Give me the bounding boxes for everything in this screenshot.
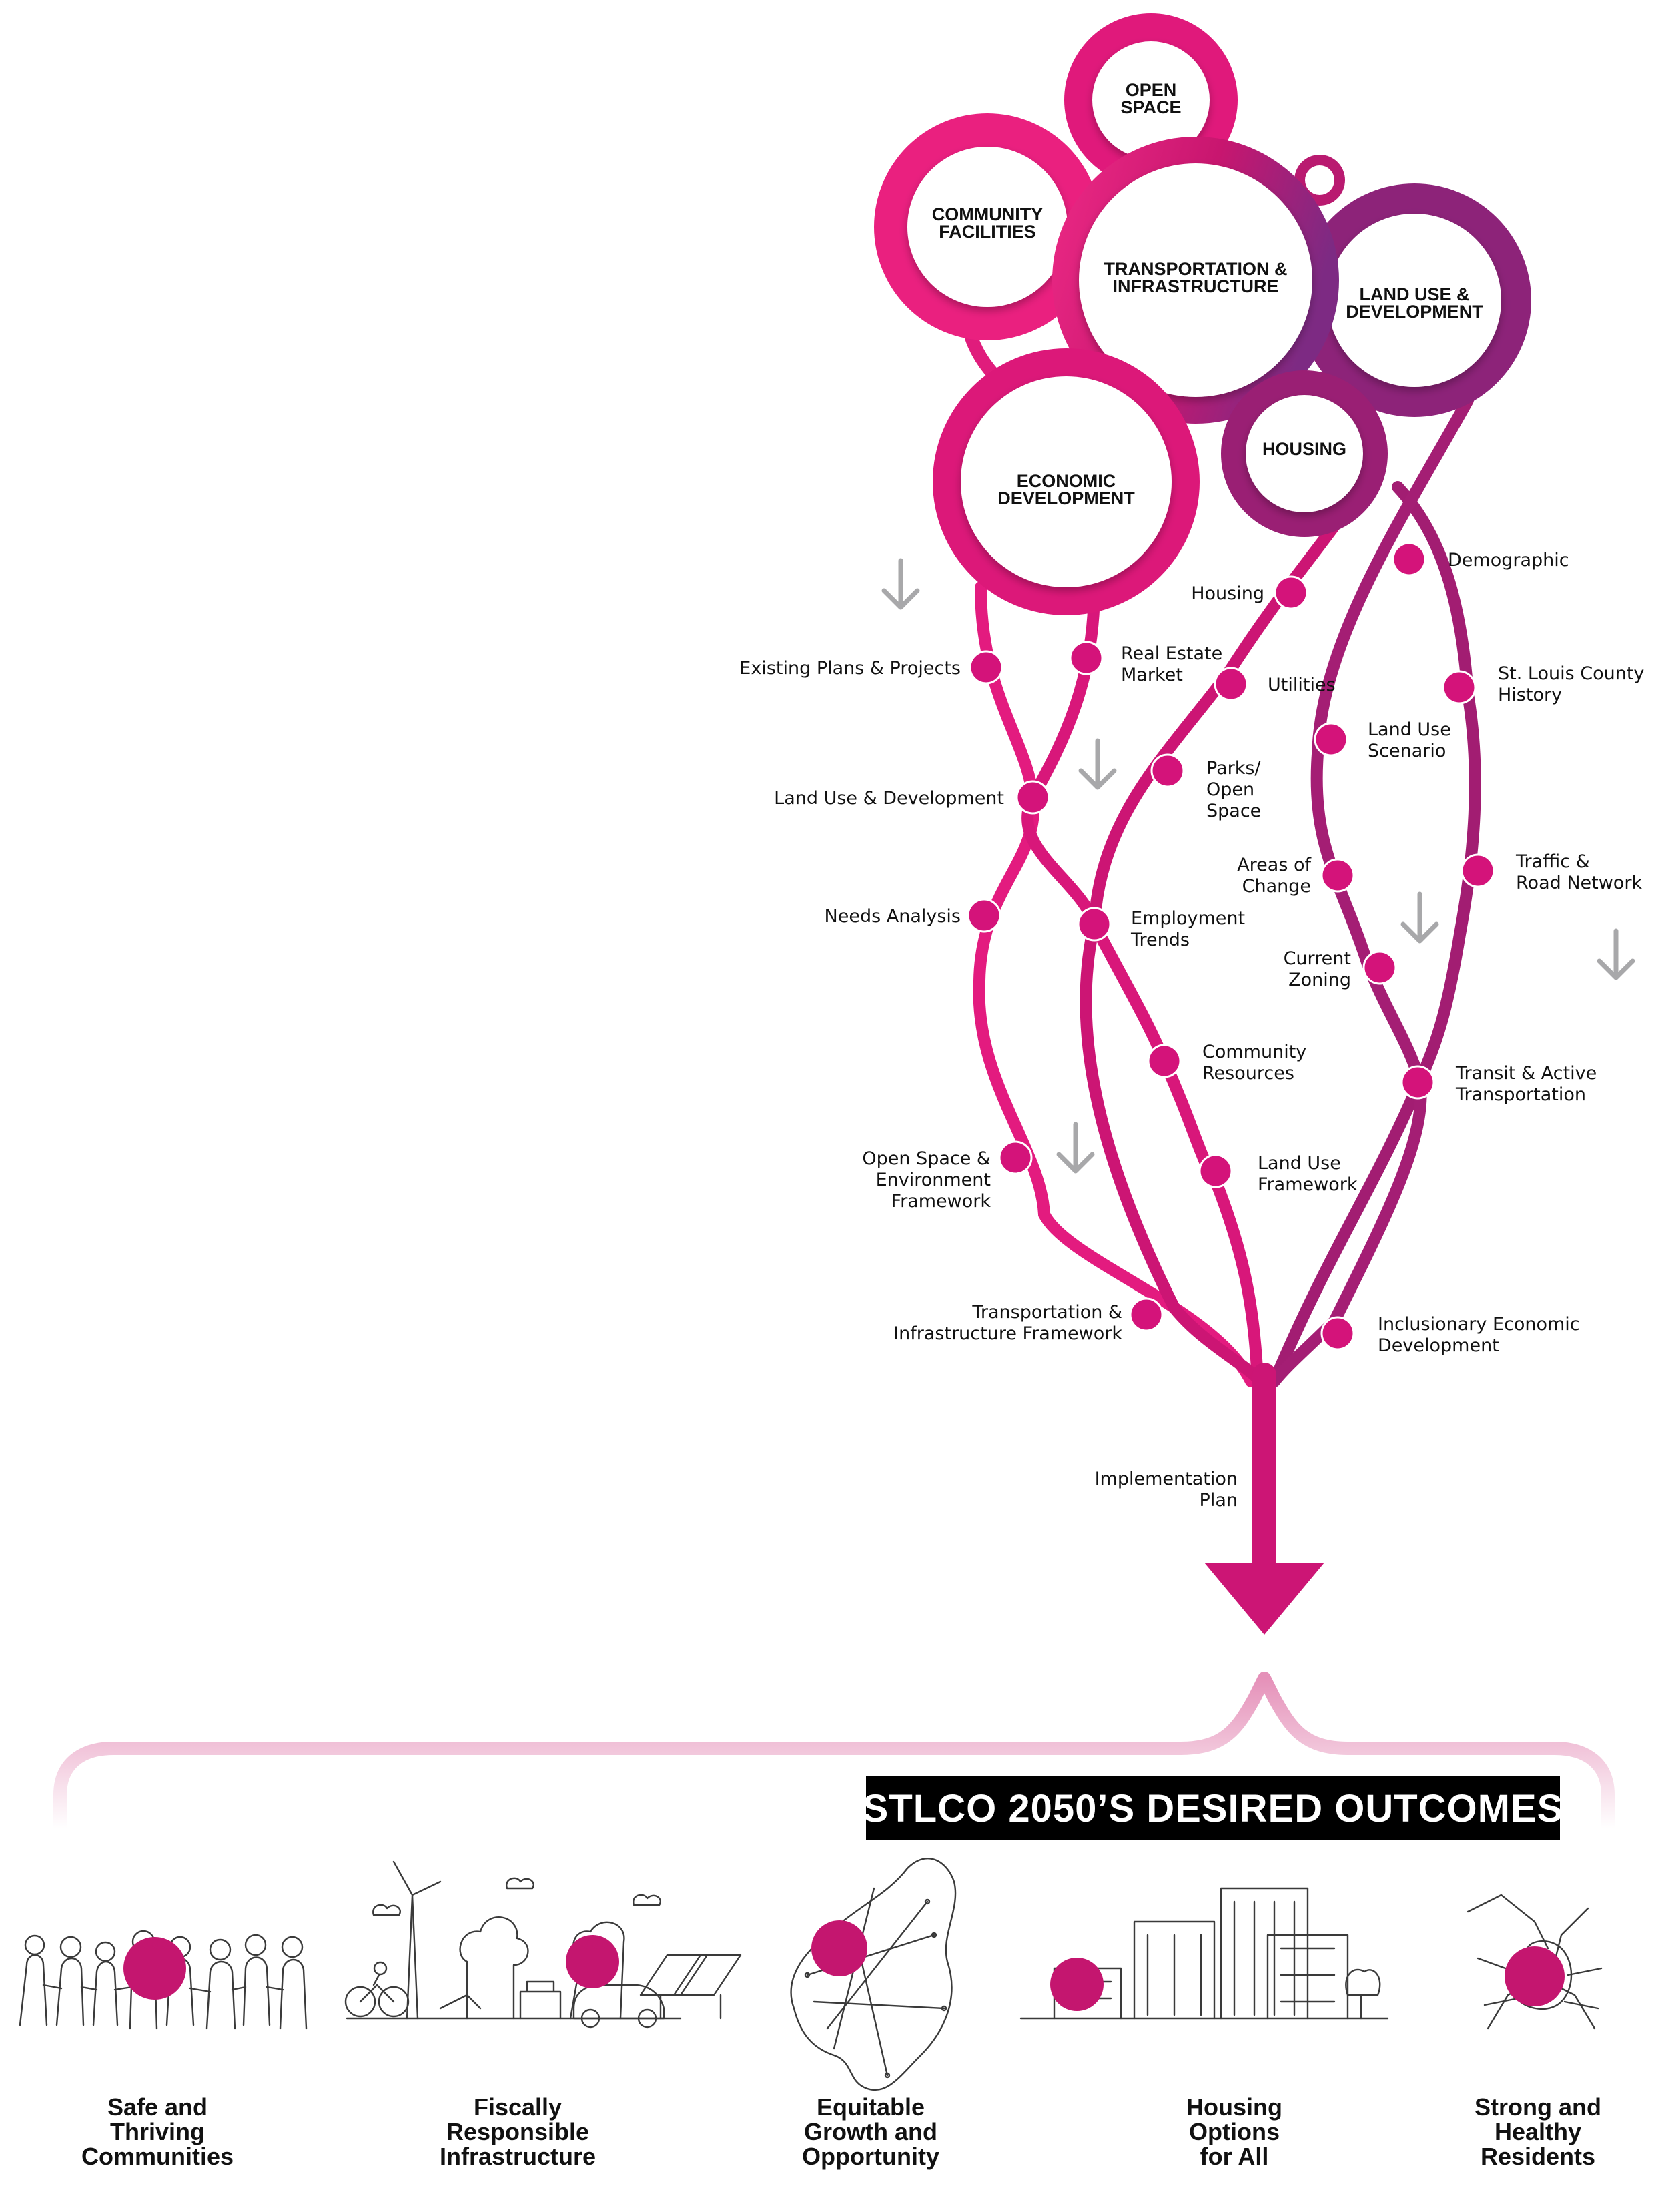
bubble-transportation-infrastructure-label: TRANSPORTATION &INFRASTRUCTURE <box>1104 259 1288 296</box>
node-areas-of-change[interactable] <box>1320 858 1355 893</box>
node-transportation-framework[interactable] <box>1129 1297 1164 1332</box>
step-nodes <box>967 542 1495 1351</box>
down-arrow-icon <box>1078 738 1117 790</box>
bubble-open-space[interactable] <box>1092 41 1210 159</box>
gray-arrows <box>881 558 1635 1174</box>
joined-hands-icon <box>1467 1894 1603 2030</box>
label-utilities: Utilities <box>1268 675 1336 695</box>
green-infrastructure-icon <box>344 1860 742 2029</box>
outcomes-brace <box>53 1672 1615 1835</box>
node-needs-analysis[interactable] <box>967 898 1001 933</box>
strand-b <box>1021 581 1264 1387</box>
bubble-housing[interactable] <box>1246 395 1363 512</box>
strand-a <box>973 581 1257 1387</box>
down-arrow-icon <box>1400 891 1439 944</box>
bubble-land-use-development[interactable] <box>1328 214 1501 387</box>
node-housing[interactable] <box>1274 575 1308 610</box>
node-parks-open-space[interactable] <box>1150 753 1185 788</box>
node-community-resources[interactable] <box>1147 1044 1182 1078</box>
bubble-economic-development[interactable] <box>961 376 1172 587</box>
county-map-icon <box>790 1857 957 2091</box>
node-employment-trends[interactable] <box>1077 907 1112 942</box>
label-transportation-framework: Transportation &Infrastructure Framework <box>893 1302 1122 1344</box>
label-traffic-road-network: Traffic &Road Network <box>1515 851 1642 893</box>
node-land-use-development[interactable] <box>1015 780 1050 815</box>
node-county-history[interactable] <box>1442 670 1477 705</box>
down-arrow-icon <box>1056 1122 1095 1174</box>
strand-c <box>1080 481 1367 1387</box>
node-current-zoning[interactable] <box>1362 950 1397 985</box>
label-existing-plans: Existing Plans & Projects <box>739 658 961 679</box>
outcomes-banner-title: STLCO 2050’S DESIRED OUTCOMES <box>863 1787 1564 1830</box>
bubble-land-use-development-label: LAND USE &DEVELOPMENT <box>1346 284 1483 322</box>
label-housing: Housing <box>1191 583 1264 604</box>
node-traffic-road-network[interactable] <box>1461 853 1495 888</box>
label-land-use-development: Land Use & Development <box>774 788 1004 809</box>
node-open-space-framework[interactable] <box>998 1140 1033 1175</box>
bubble-housing-label: HOUSING <box>1262 439 1346 459</box>
strand-d <box>1268 481 1481 1387</box>
people-holding-hands-icon <box>19 1930 308 2030</box>
node-inclusionary-econ[interactable] <box>1320 1316 1355 1351</box>
node-utilities[interactable] <box>1214 667 1248 701</box>
label-demographic: Demographic <box>1448 550 1569 571</box>
label-needs-analysis: Needs Analysis <box>825 906 961 927</box>
outcomes-banner <box>866 1776 1560 1840</box>
node-demographic[interactable] <box>1392 542 1426 577</box>
down-arrow-icon <box>881 558 920 610</box>
bubble-community-facilities[interactable] <box>907 147 1068 307</box>
node-land-use-scenario[interactable] <box>1314 722 1348 757</box>
down-arrow-icon <box>1597 928 1635 980</box>
node-real-estate-market[interactable] <box>1069 641 1104 675</box>
trunk-arrowhead-icon <box>1204 1563 1324 1635</box>
node-land-use-framework[interactable] <box>1198 1154 1233 1188</box>
bubble-transportation-infrastructure[interactable] <box>1079 163 1312 397</box>
buildings-icon <box>1019 1887 1389 2020</box>
node-existing-plans[interactable] <box>969 650 1003 685</box>
node-transit-active[interactable] <box>1400 1065 1435 1100</box>
